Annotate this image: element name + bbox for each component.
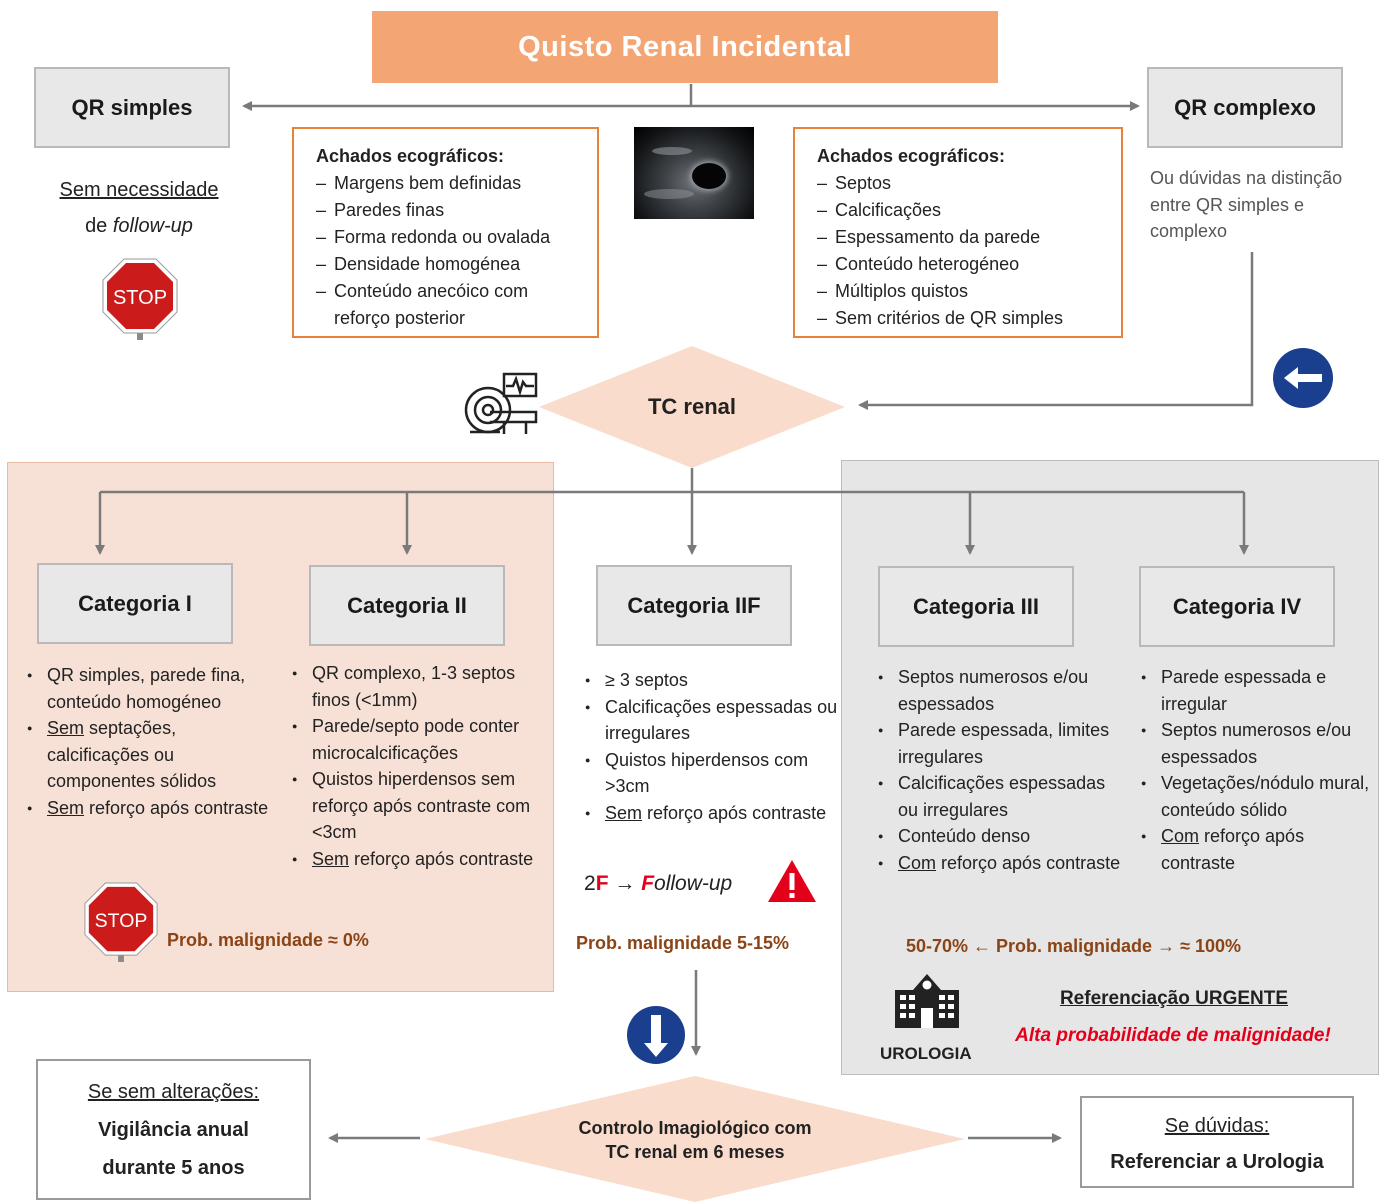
list-item: QR simples, parede fina, conteúdo homogé… [27, 662, 277, 715]
list-item: Septos [817, 170, 1109, 197]
list-item: Conteúdo denso [878, 823, 1128, 850]
stop-sign-icon: STOP [100, 256, 180, 342]
category-i-criteria: QR simples, parede fina, conteúdo homogé… [27, 662, 277, 821]
findings-complex-box: Achados ecográficos: Septos Calcificaçõe… [793, 127, 1123, 338]
list-item: QR complexo, 1-3 septos finos (<1mm) [292, 660, 547, 713]
doubts-box: Se dúvidas: Referenciar a Urologia [1080, 1096, 1354, 1188]
category-i-box: Categoria I [37, 563, 233, 644]
list-item: Conteúdo anecóico com reforço posterior [316, 278, 585, 332]
list-item: Quistos hiperdensos sem reforço após con… [292, 766, 547, 846]
list-item: Calcificações espessadas ou irregulares [585, 694, 840, 747]
findings-complex-list: Septos Calcificações Espessamento da par… [817, 170, 1109, 332]
prob-low: Prob. malignidade ≈ 0% [167, 930, 369, 950]
list-item: Margens bem definidas [316, 170, 585, 197]
list-item: Com reforço após contraste [1141, 823, 1373, 876]
prob-high: 50-70% ← Prob. malignidade → ≈ 100% [906, 936, 1241, 956]
list-item: Sem reforço após contraste [292, 846, 547, 873]
category-iif-box: Categoria IIF [596, 565, 792, 646]
qr-complexo-box: QR complexo [1147, 67, 1343, 148]
ct-scanner-icon [460, 372, 540, 440]
list-item: Parede/septo pode conter microcalcificaç… [292, 713, 547, 766]
category-iii-box: Categoria III [878, 566, 1074, 647]
qr-complexo-note: Ou dúvidas na distinção entre QR simples… [1150, 168, 1343, 241]
list-item: Quistos hiperdensos com >3cm [585, 747, 840, 800]
title-box: Quisto Renal Incidental [372, 11, 998, 83]
down-arrow-sign-icon [626, 1005, 686, 1065]
high-malignancy-alert: Alta probabilidade de malignidade! [1015, 1025, 1331, 1046]
urologia-label: UROLOGIA [880, 1044, 972, 1063]
list-item: Calcificações [817, 197, 1109, 224]
category-iif-criteria: ≥ 3 septos Calcificações espessadas ou i… [585, 667, 840, 826]
list-item: ≥ 3 septos [585, 667, 840, 694]
list-item: Forma redonda ou ovalada [316, 224, 585, 251]
hospital-icon [889, 970, 965, 1030]
list-item: Densidade homogénea [316, 251, 585, 278]
list-item: Vegetações/nódulo mural, conteúdo sólido [1141, 770, 1373, 823]
category-ii-box: Categoria II [309, 565, 505, 646]
list-item: Paredes finas [316, 197, 585, 224]
list-item: Parede espessada e irregular [1141, 664, 1373, 717]
list-item: Septos numerosos e/ou espessados [878, 664, 1128, 717]
left-arrow-sign-icon [1272, 347, 1334, 409]
list-item: Sem reforço após contraste [585, 800, 840, 827]
warning-icon [766, 858, 818, 904]
two-f-follow-up: 2F → Follow-up [584, 872, 733, 895]
prob-mid: Prob. malignidade 5-15% [576, 933, 790, 953]
list-item: Espessamento da parede [817, 224, 1109, 251]
list-item: Septos numerosos e/ou espessados [1141, 717, 1373, 770]
urgent-referral-heading: Referenciação URGENTE [1059, 988, 1289, 1009]
stop-sign-label: STOP [95, 910, 148, 932]
stop-sign-label: STOP [113, 287, 167, 309]
category-iv-criteria: Parede espessada e irregular Septos nume… [1141, 664, 1373, 876]
tc-renal-diamond: TC renal [539, 346, 845, 468]
no-changes-box: Se sem alterações: Vigilância anual dura… [36, 1059, 311, 1200]
qr-simples-box: QR simples [34, 67, 230, 148]
category-iv-box: Categoria IV [1139, 566, 1335, 647]
list-item: Conteúdo heterogéneo [817, 251, 1109, 278]
ultrasound-image [634, 127, 754, 219]
list-item: Sem critérios de QR simples [817, 305, 1109, 332]
list-item: Parede espessada, limites irregulares [878, 717, 1128, 770]
list-item: Múltiplos quistos [817, 278, 1109, 305]
category-ii-criteria: QR complexo, 1-3 septos finos (<1mm) Par… [292, 660, 547, 872]
imaging-control-diamond: Controlo Imagiológico com TC renal em 6 … [425, 1076, 965, 1202]
list-item: Sem reforço após contraste [27, 795, 277, 822]
list-item: Sem septações, calcificações ou componen… [27, 715, 277, 795]
findings-simple-list: Margens bem definidas Paredes finas Form… [316, 170, 585, 332]
no-follow-up-note: Sem necessidade de follow-up [59, 179, 219, 237]
list-item: Calcificações espessadas ou irregulares [878, 770, 1128, 823]
category-iii-criteria: Septos numerosos e/ou espessados Parede … [878, 664, 1128, 876]
findings-simple-box: Achados ecográficos: Margens bem definid… [292, 127, 599, 338]
stop-sign-icon: STOP [82, 880, 160, 964]
page-title: Quisto Renal Incidental [518, 30, 852, 63]
list-item: Com reforço após contraste [878, 850, 1128, 877]
